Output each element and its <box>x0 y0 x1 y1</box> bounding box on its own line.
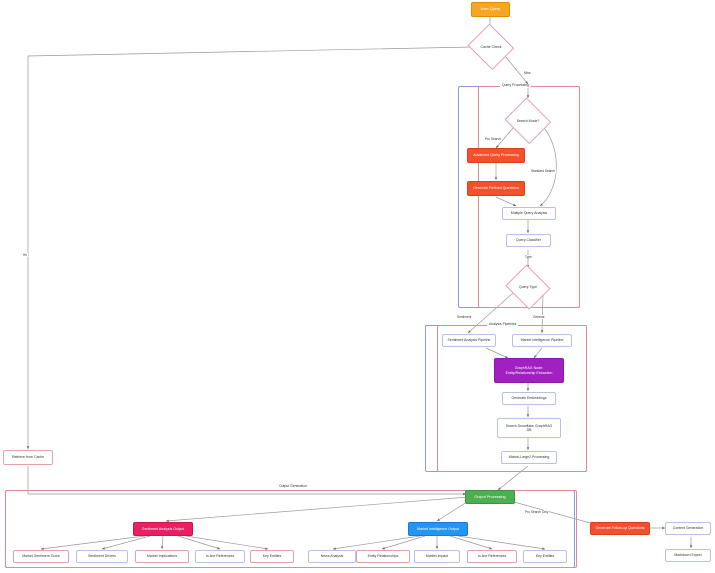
node-key-entities-2[interactable]: Key Entities <box>523 550 567 563</box>
cluster-label-output-generation: Output Generation <box>277 484 309 489</box>
cache-check-label: Cache Check <box>480 45 502 49</box>
node-inline-references-1[interactable]: In-line References <box>195 550 245 563</box>
node-advanced-query-processing[interactable]: Advanced Query Processing <box>467 148 525 163</box>
query-type-label: Query Type <box>518 285 538 289</box>
node-multiple-query-analysis[interactable]: Multiple Query Analysis <box>502 207 556 220</box>
search-mode-label: Search Mode? <box>516 119 540 123</box>
node-generate-embeddings[interactable]: Generate Embeddings <box>502 392 556 405</box>
node-market-intelligence-output[interactable]: Market Intelligence Output <box>408 522 468 536</box>
node-news-analysis[interactable]: News Analysis <box>308 550 356 563</box>
node-sentiment-analysis-output[interactable]: Sentiment Analysis Output <box>133 522 193 536</box>
cluster-label-query-processing: Query Processing <box>500 83 531 88</box>
edge-label-pro-search-only: Pro Search Only <box>524 509 550 515</box>
cluster-label-analysis-pipelines: Analysis Pipelines <box>487 322 519 327</box>
node-search-mode[interactable]: Search Mode? <box>503 97 553 145</box>
edge-label-general: General <box>532 314 546 320</box>
node-content-generation[interactable]: Content Generation <box>665 522 711 535</box>
graphrag-label-line2: Entity/Relationship Extraction <box>505 370 553 375</box>
node-generate-refined-questions[interactable]: Generate Refined Questions <box>467 181 525 196</box>
node-graphrag-entity-extraction[interactable]: GraphRAG Node: Entity/Relationship Extra… <box>494 358 564 383</box>
node-user-query[interactable]: User Query <box>471 2 510 17</box>
node-query-classifier[interactable]: Query Classifier <box>506 234 551 247</box>
cluster-output-generation-overlay <box>5 490 577 568</box>
edge-label-miss: Miss <box>523 70 532 76</box>
node-output-processing[interactable]: Output Processing <box>465 490 515 504</box>
node-cache-check[interactable]: Cache Check <box>466 23 516 71</box>
node-query-type[interactable]: Query Type <box>504 264 552 310</box>
edge-label-standard-search: Standard Search <box>530 168 556 174</box>
node-markdown-export[interactable]: Markdown Export <box>665 549 711 562</box>
node-market-implications[interactable]: Market Implications <box>135 550 189 563</box>
node-market-intelligence-pipeline[interactable]: Market Intelligence Pipeline <box>512 334 572 347</box>
node-mistral-large2-processing[interactable]: Mistral-Large2 Processing <box>501 451 557 464</box>
node-retrieve-from-cache[interactable]: Retrieve from Cache <box>3 450 53 465</box>
edge-label-type: Type <box>524 254 533 260</box>
snowflake-label-line2: DB <box>526 428 532 432</box>
edge-label-sentiment: Sentiment <box>456 314 473 320</box>
node-search-snowflake-graphrag-db[interactable]: Search Snowflake GraphRAG DB <box>497 418 561 438</box>
node-entity-relationships[interactable]: Entity Relationships <box>356 550 410 563</box>
node-sentiment-drivers[interactable]: Sentiment Drivers <box>76 550 128 563</box>
node-market-sentiment-score[interactable]: Market Sentiment Score <box>13 550 69 563</box>
node-sentiment-analysis-pipeline[interactable]: Sentiment Analysis Pipeline <box>442 334 496 347</box>
node-market-impact[interactable]: Market Impact <box>414 550 460 563</box>
snowflake-label-line1: Search Snowflake GraphRAG <box>505 423 553 428</box>
node-key-entities-1[interactable]: Key Entities <box>250 550 294 563</box>
edge-label-pro-search: Pro Search <box>484 136 502 142</box>
node-generate-followup-questions[interactable]: Generate Follow-up Questions <box>590 522 650 535</box>
edge-label-hit: Hit <box>22 252 28 258</box>
graphrag-label-line1: GraphRAG Node: <box>514 366 544 371</box>
node-inline-references-2[interactable]: In-line References <box>467 550 517 563</box>
